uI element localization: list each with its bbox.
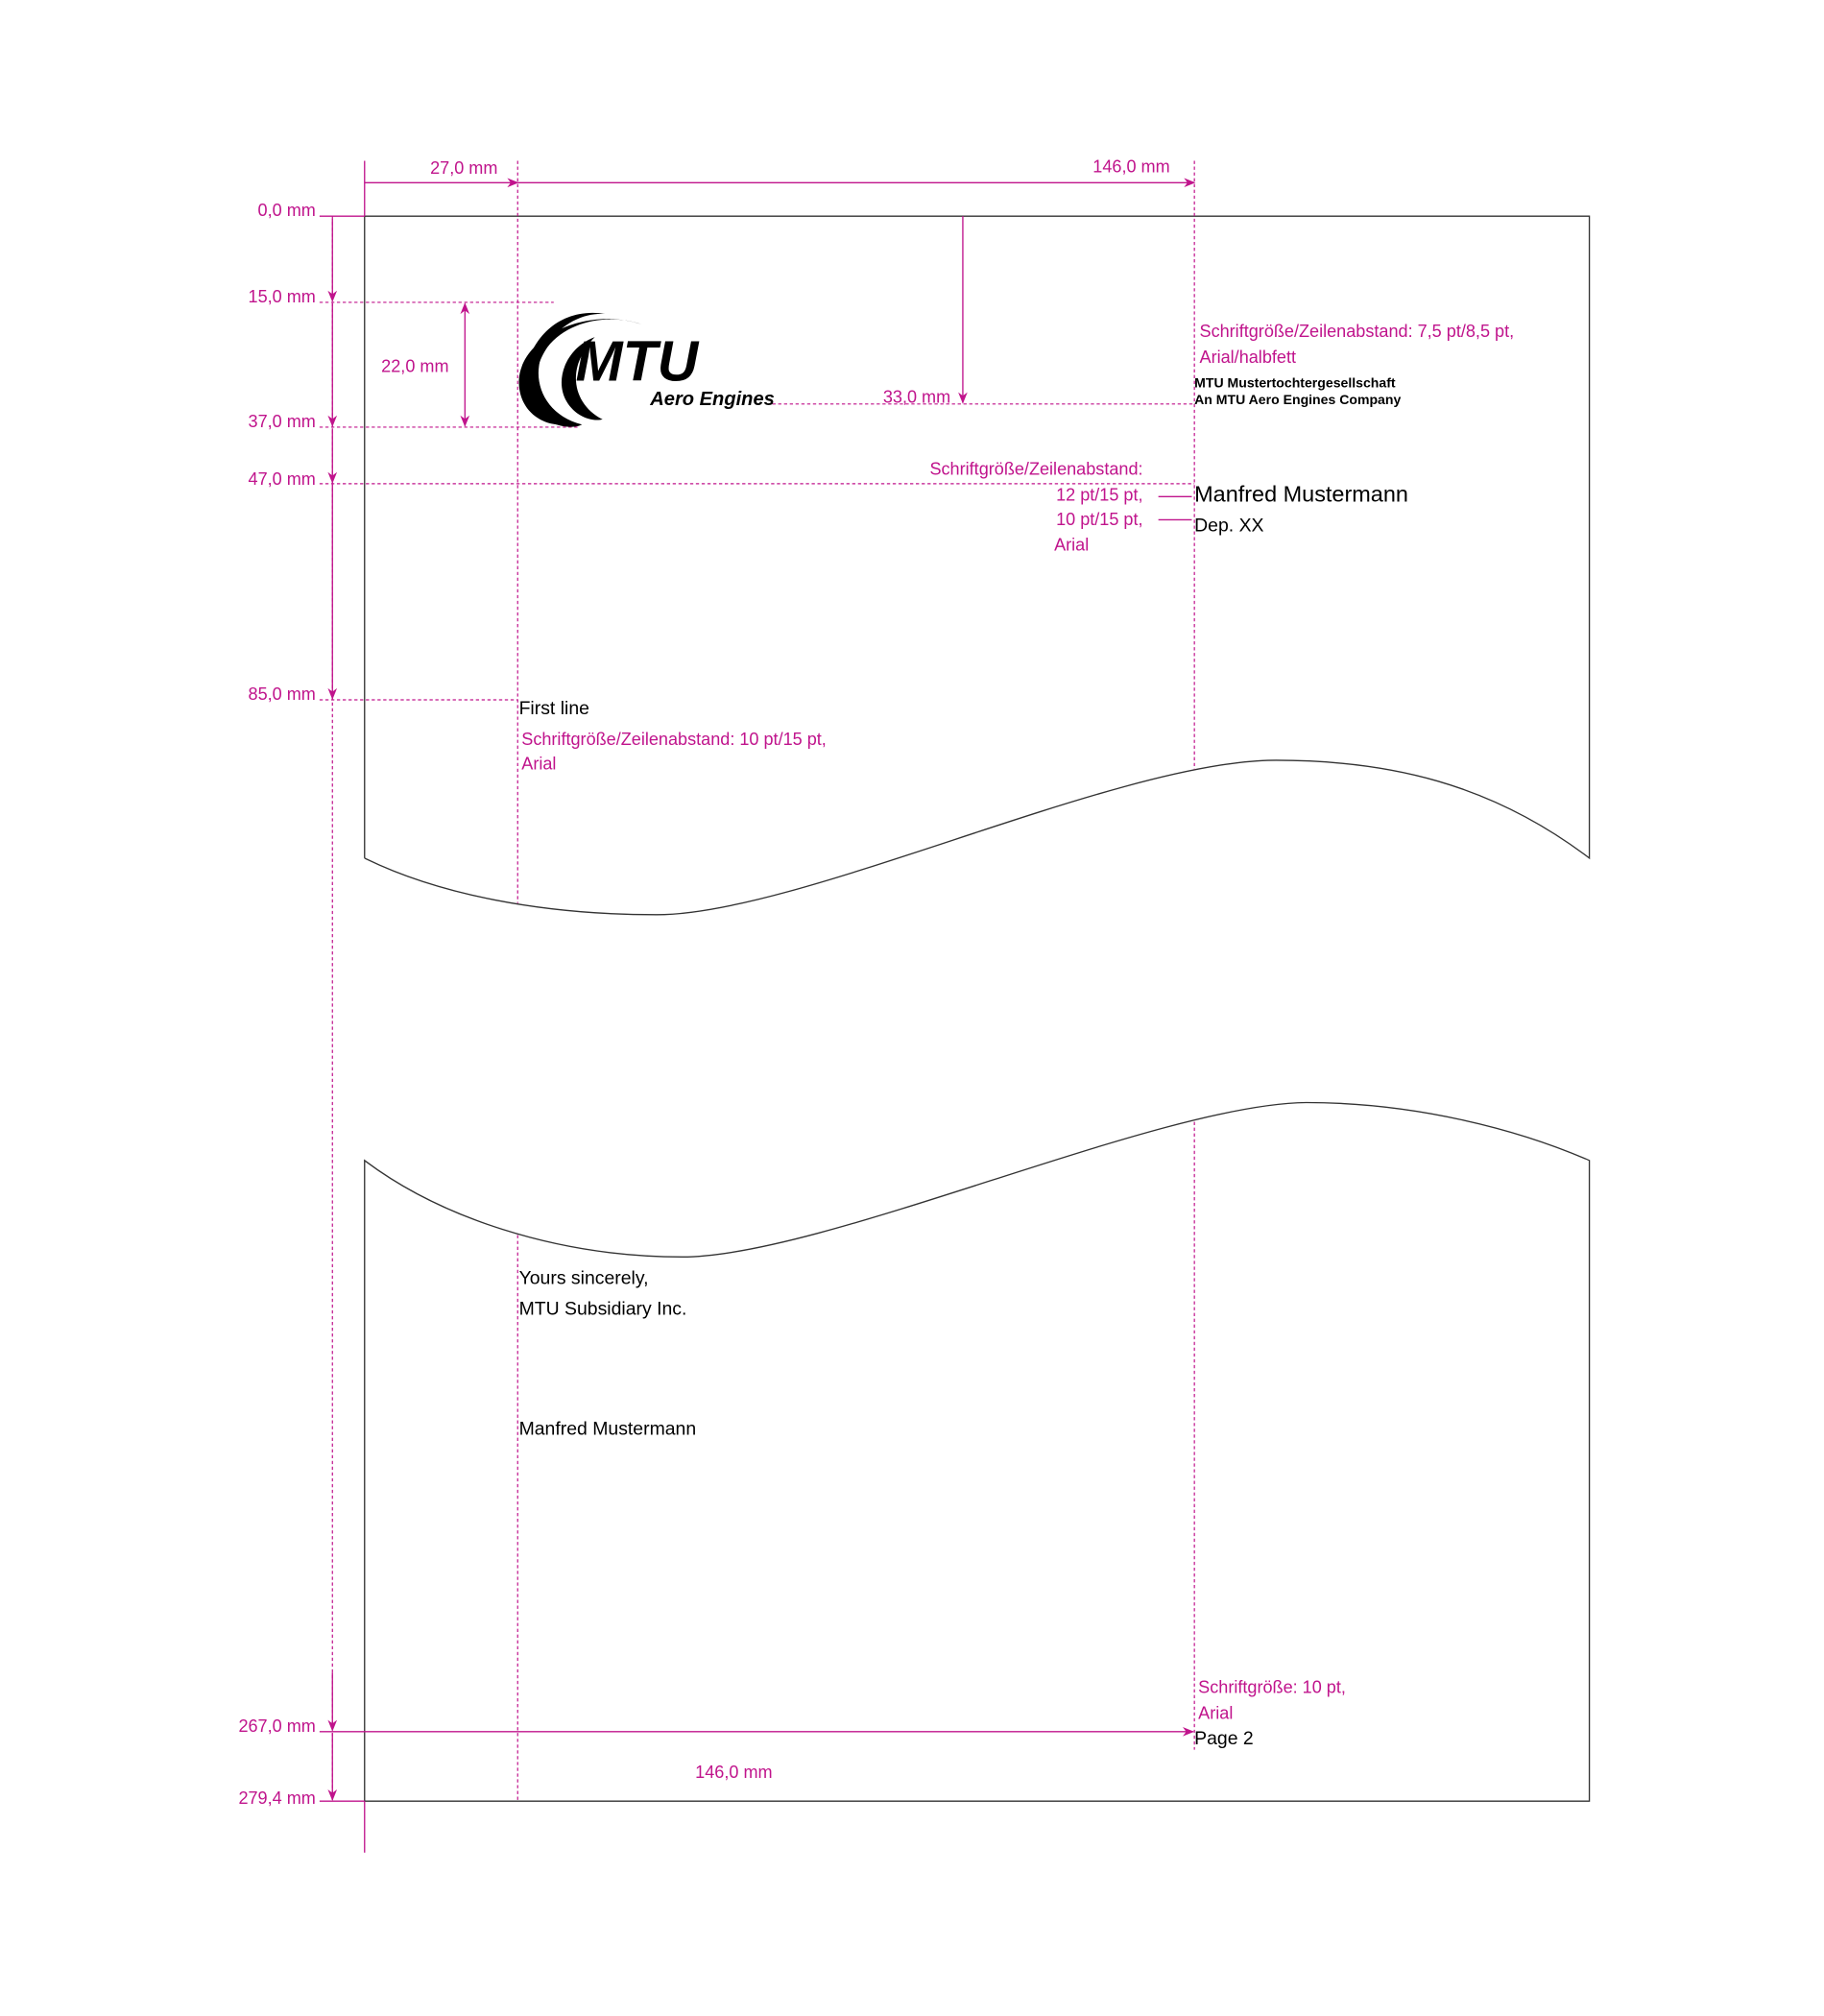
body-spec-line-2: Arial [521, 754, 556, 773]
svg-text:85,0 mm: 85,0 mm [249, 684, 316, 704]
svg-text:47,0 mm: 47,0 mm [249, 469, 316, 489]
svg-text:MTU: MTU [576, 331, 700, 394]
guide-lines [319, 160, 1196, 1853]
dim-left-margin: 27,0 mm [430, 158, 497, 178]
mtu-logo: MTU Aero Engines [518, 312, 775, 427]
closing-greeting: Yours sincerely, [519, 1267, 649, 1288]
svg-text:Aero Engines: Aero Engines [649, 389, 775, 410]
svg-text:267,0 mm: 267,0 mm [238, 1716, 315, 1736]
footer-spec-line-1: Schriftgröße: 10 pt, [1198, 1678, 1346, 1697]
vertical-dimension-labels: 0,0 mm 15,0 mm 37,0 mm 47,0 mm 85,0 mm 2… [238, 201, 315, 1808]
sender-spec-line-1: Schriftgröße/Zeilenabstand: 7,5 pt/8,5 p… [1200, 322, 1515, 341]
svg-text:0,0 mm: 0,0 mm [258, 201, 316, 220]
dim-text-width-top: 146,0 mm [1092, 157, 1169, 177]
dim-text-width-bottom: 146,0 mm [695, 1763, 772, 1782]
page-bottom-sheet [364, 1101, 1591, 1802]
svg-text:15,0 mm: 15,0 mm [249, 287, 316, 306]
recipient-name: Manfred Mustermann [1194, 482, 1408, 507]
sender-spec-line-2: Arial/halbfett [1200, 348, 1297, 367]
body-first-line: First line [519, 698, 589, 719]
dim-logo-height: 22,0 mm [381, 356, 448, 375]
closing-company: MTU Subsidiary Inc. [519, 1299, 687, 1320]
dim-logo-baseline: 33,0 mm [883, 387, 950, 406]
svg-text:37,0 mm: 37,0 mm [249, 412, 316, 431]
svg-text:12 pt/15 pt,: 12 pt/15 pt, [1056, 485, 1142, 504]
recipient-spec-font: Arial [1054, 536, 1089, 555]
sender-line-2: An MTU Aero Engines Company [1194, 392, 1401, 407]
svg-text:279,4 mm: 279,4 mm [238, 1788, 315, 1808]
recipient-spec: Schriftgröße/Zeilenabstand: 12 pt/15 pt,… [929, 460, 1142, 529]
footer-spec-line-2: Arial [1198, 1703, 1233, 1722]
page-number: Page 2 [1194, 1728, 1254, 1749]
sender-line-1: MTU Mustertochtergesellschaft [1194, 374, 1396, 390]
body-spec-line-1: Schriftgröße/Zeilenabstand: 10 pt/15 pt, [521, 730, 827, 749]
svg-text:Schriftgröße/Zeilenabstand:: Schriftgröße/Zeilenabstand: [929, 460, 1142, 479]
closing-signature: Manfred Mustermann [519, 1418, 697, 1439]
page-top-sheet [364, 215, 1591, 916]
svg-text:10 pt/15 pt,: 10 pt/15 pt, [1056, 510, 1142, 529]
recipient-dept: Dep. XX [1194, 515, 1263, 536]
